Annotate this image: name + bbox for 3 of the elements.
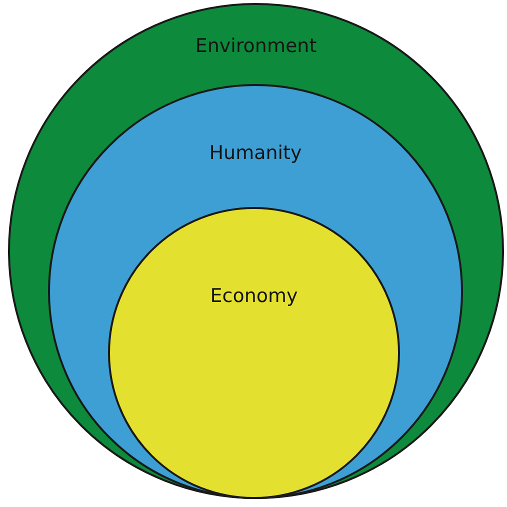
circle-label: Economy — [210, 285, 298, 307]
circle-label: Humanity — [209, 142, 302, 164]
circle-label: Environment — [195, 35, 317, 57]
